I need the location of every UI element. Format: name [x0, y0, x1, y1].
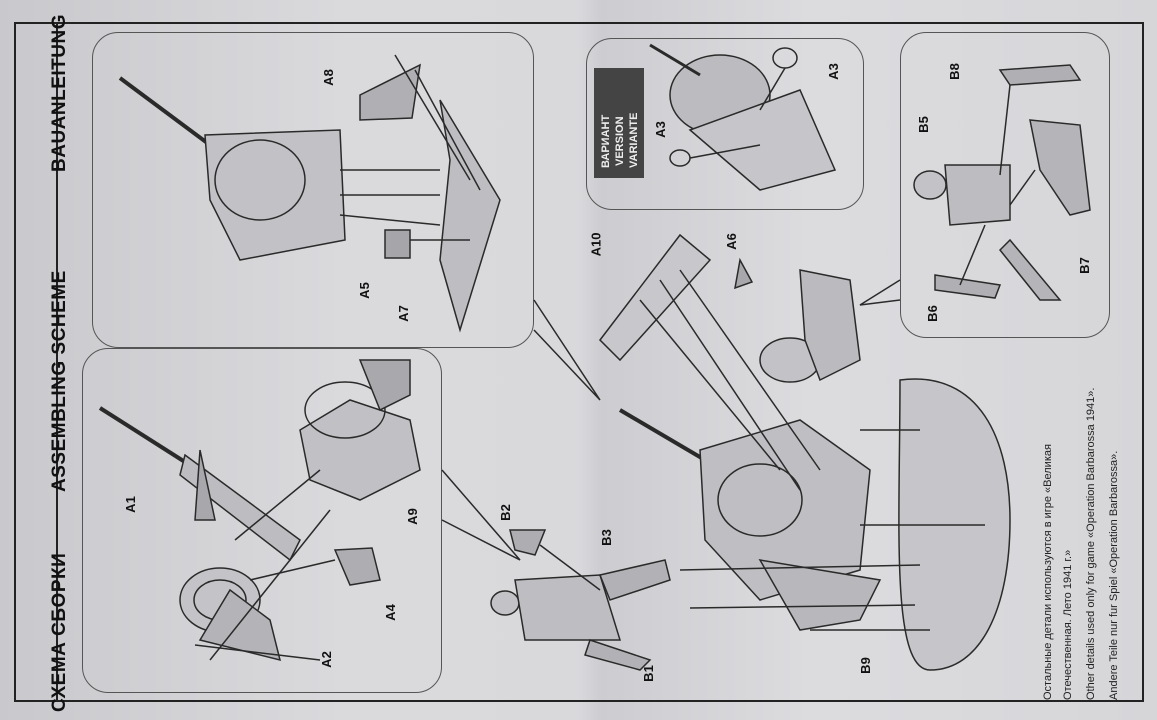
part-label-a3: A3 [652, 121, 668, 138]
part-label-b6: B6 [924, 305, 940, 322]
header-divider [56, 22, 58, 702]
part-label-a1: A1 [122, 496, 138, 513]
note-english: Other details used only for game «Operat… [1085, 387, 1097, 700]
note-russian-line1: Остальные детали используются в игре «Ве… [1042, 444, 1054, 700]
note-russian-line2: Отечественная. Лето 1941 г.» [1062, 549, 1074, 700]
part-label-b8: B8 [946, 63, 962, 80]
note-german: Andere Teile nur fur Spiel «Operation Ba… [1108, 450, 1120, 700]
part-label-a5: A5 [356, 282, 372, 299]
part-label-a4: A4 [382, 604, 398, 621]
variant-label-de: VARIANTE [628, 112, 640, 168]
part-label-b3: B3 [598, 529, 614, 546]
part-label-a3-top: A3 [825, 63, 841, 80]
variant-label-en: VERSION [614, 116, 626, 166]
variant-badge: ВАРИАНТ VERSION VARIANTE [594, 68, 644, 178]
page-frame [14, 22, 1144, 702]
variant-label-ru: ВАРИАНТ [600, 114, 612, 168]
part-label-a6: A6 [723, 233, 739, 250]
part-label-a7: A7 [395, 305, 411, 322]
part-label-b1: B1 [640, 665, 656, 682]
part-label-b5: B5 [915, 116, 931, 133]
panel-figure-b [900, 32, 1110, 338]
panel-gun-assembly [82, 348, 442, 693]
part-label-a9: A9 [404, 508, 420, 525]
part-label-b7: B7 [1076, 257, 1092, 274]
part-label-b9: B9 [857, 657, 873, 674]
part-label-a8: A8 [320, 69, 336, 86]
panel-variant [586, 38, 864, 210]
part-label-a2: A2 [318, 651, 334, 668]
part-label-b2: B2 [497, 504, 513, 521]
part-label-a10: A10 [588, 232, 604, 257]
panel-mount-assembly [92, 32, 534, 348]
